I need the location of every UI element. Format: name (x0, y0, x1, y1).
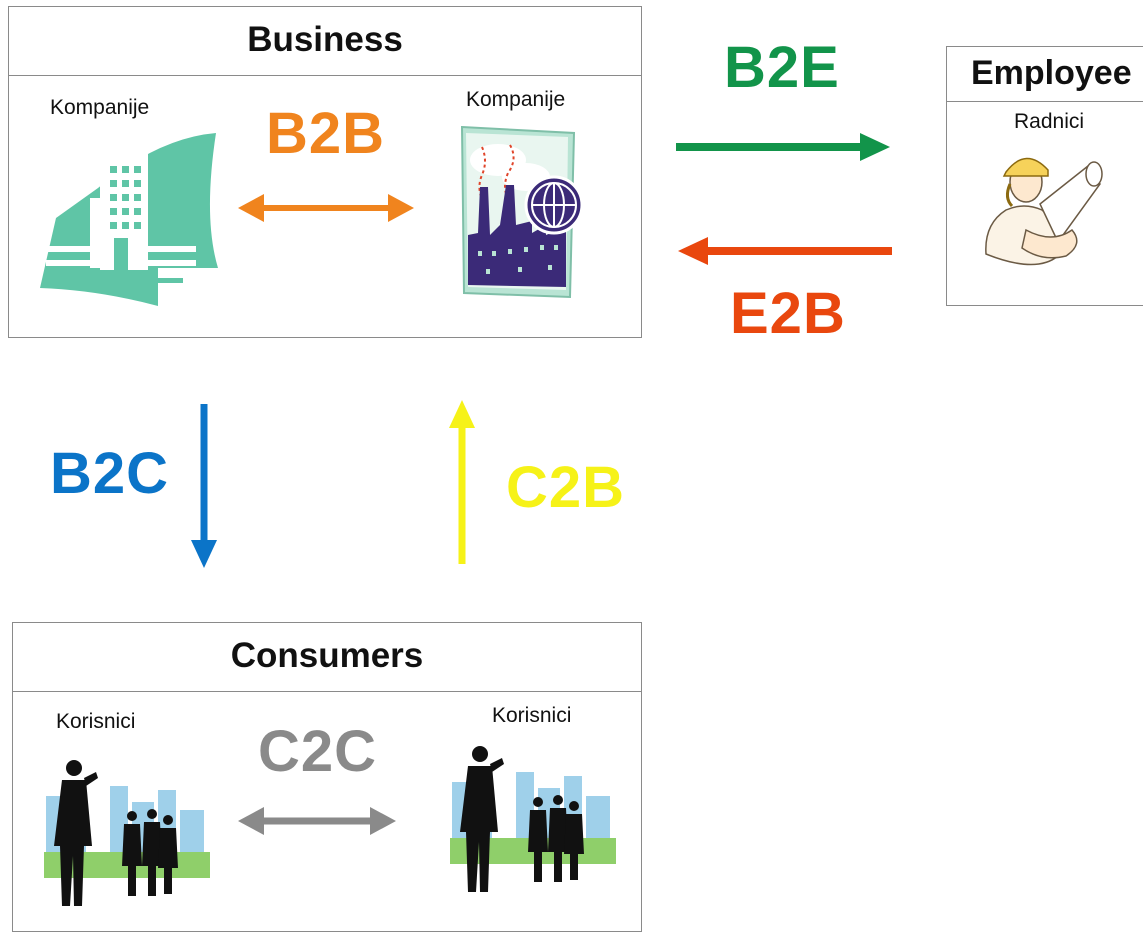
businessman-group-icon (450, 746, 616, 892)
b2c-label: B2C (50, 441, 170, 506)
b2b-label: B2B (266, 101, 386, 166)
worker-icon (985, 157, 1103, 266)
e2b-arrow (678, 237, 892, 265)
employee-title: Employee (947, 47, 1143, 102)
businessman-group-icon (44, 760, 210, 906)
c2c-label: C2C (258, 719, 378, 784)
c2b-arrow (449, 400, 475, 564)
employee-label: Radnici (1014, 110, 1085, 133)
business-left-label: Kompanije (50, 96, 150, 119)
c2b-label: C2B (506, 455, 626, 520)
b2c-arrow (191, 404, 217, 568)
consumers-title: Consumers (13, 623, 641, 692)
business-title: Business (9, 7, 641, 76)
c2c-double-arrow (238, 807, 396, 835)
office-building-icon (40, 133, 218, 306)
b2e-label: B2E (724, 35, 840, 100)
consumers-box: Consumers (12, 622, 642, 932)
b2b-double-arrow (238, 194, 414, 222)
business-right-label: Kompanije (466, 88, 566, 111)
e2b-label: E2B (730, 281, 846, 346)
factory-icon (460, 125, 584, 299)
b2e-arrow (676, 133, 890, 161)
consumers-left-label: Korisnici (56, 710, 136, 733)
consumers-right-label: Korisnici (492, 704, 572, 727)
